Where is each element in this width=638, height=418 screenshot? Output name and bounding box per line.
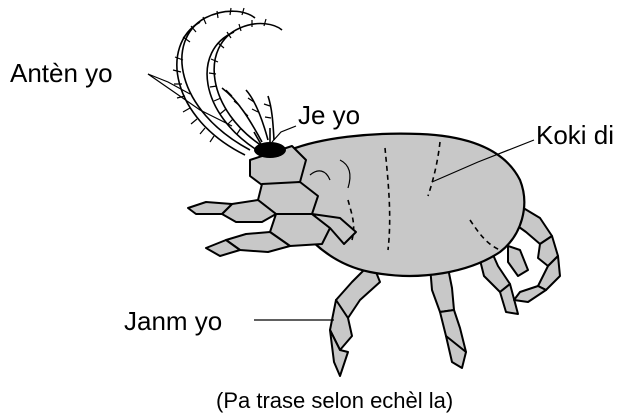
shell-illustration <box>285 134 524 276</box>
label-antennae: Antèn yo <box>10 58 113 88</box>
antennae-illustration <box>173 8 282 155</box>
scale-caption: (Pa trase selon echèl la) <box>216 388 453 413</box>
label-shell: Koki di <box>536 120 614 150</box>
label-legs: Janm yo <box>124 306 222 336</box>
eye-illustration <box>254 142 286 158</box>
label-eyes: Je yo <box>298 100 360 130</box>
